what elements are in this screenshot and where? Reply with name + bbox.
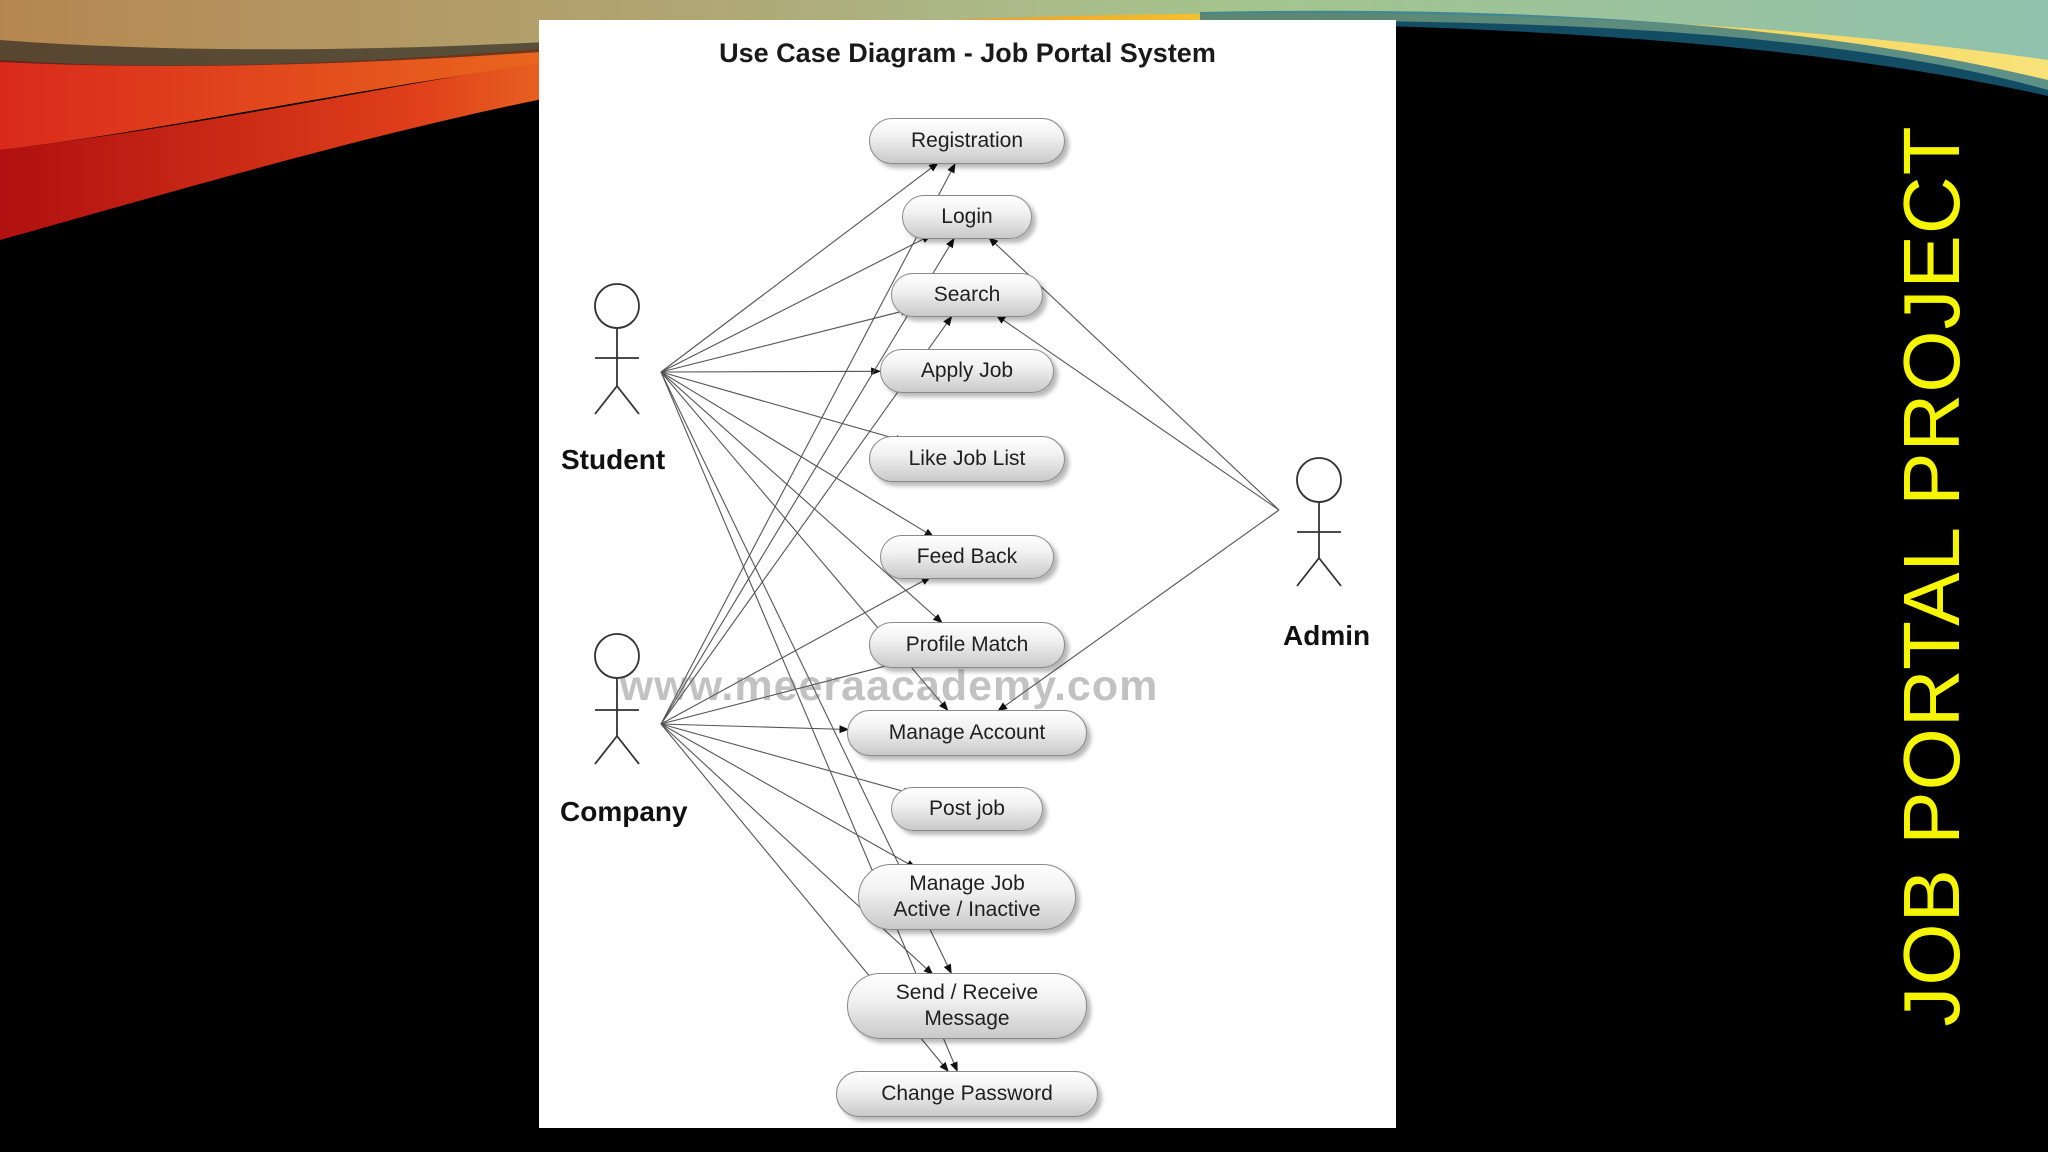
usecase-apply-job: Apply Job xyxy=(880,349,1054,393)
diagram-title: Use Case Diagram - Job Portal System xyxy=(719,38,1216,68)
usecase-manage-job-active-inactive: Manage Job Active / Inactive xyxy=(858,864,1076,930)
usecase-send-receive-message: Send / Receive Message xyxy=(847,973,1087,1039)
association-student-change_password xyxy=(660,371,958,1072)
association-company-feed_back xyxy=(660,576,932,725)
association-student-search xyxy=(660,307,911,373)
diagram-connectors xyxy=(594,162,1342,1073)
usecase-like-job-list: Like Job List xyxy=(869,436,1065,482)
slide-title: JOB PORTAL PROJECT xyxy=(1887,125,1976,1027)
usecase-feed-back: Feed Back xyxy=(880,535,1054,579)
association-student-apply_job xyxy=(660,367,881,376)
actor-label-admin: Admin xyxy=(1283,620,1371,651)
usecase-search: Search xyxy=(891,273,1043,317)
actor-company-figure xyxy=(594,633,640,765)
association-student-profile_match xyxy=(660,371,943,624)
usecase-profile-match: Profile Match xyxy=(869,622,1065,668)
association-student-login xyxy=(660,234,932,373)
actor-label-student: Student xyxy=(561,444,666,475)
usecase-manage-account: Manage Account xyxy=(847,710,1087,756)
watermark: www.meeraacademy.com xyxy=(619,662,1159,710)
association-admin-manage_account xyxy=(997,509,1280,712)
association-admin-search xyxy=(995,314,1280,511)
usecase-registration: Registration xyxy=(869,118,1065,164)
association-company-send_receive_message xyxy=(660,723,934,976)
usecase-post-job: Post job xyxy=(891,787,1043,831)
association-student-feed_back xyxy=(660,371,935,538)
association-company-manage_job_active xyxy=(660,723,917,869)
association-company-post_job xyxy=(660,723,914,796)
association-lines xyxy=(660,162,1280,1073)
usecase-change-password: Change Password xyxy=(836,1071,1098,1117)
association-company-manage_account xyxy=(660,723,850,734)
association-company-registration xyxy=(660,162,956,725)
association-student-registration xyxy=(660,162,939,373)
actor-student-figure xyxy=(594,283,640,415)
use-case-diagram: Use Case Diagram - Job Portal System Stu… xyxy=(539,20,1396,1128)
association-company-profile_match xyxy=(660,660,903,725)
association-student-like_job_list xyxy=(660,371,906,443)
usecase-login: Login xyxy=(902,195,1032,239)
actor-label-company: Company xyxy=(560,796,688,827)
association-company-login xyxy=(660,237,955,725)
actor-admin-figure xyxy=(1296,457,1342,587)
